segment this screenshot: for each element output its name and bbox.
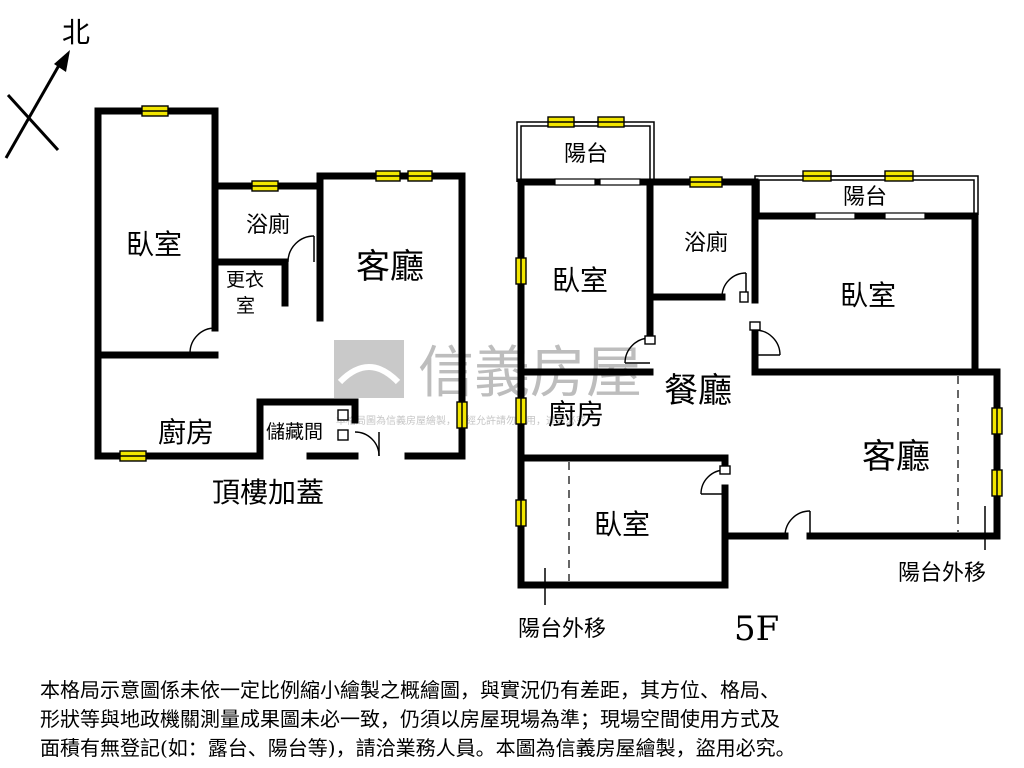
floor5-bedroom-bottom-label: 臥室 — [594, 508, 650, 541]
rooftop-title: 頂樓加蓋 — [212, 476, 324, 509]
floor5-balcony-right-label: 陽台 — [843, 185, 887, 210]
rooftop-bathroom-label: 浴廁 — [246, 213, 290, 238]
floor5-bathroom-label: 浴廁 — [684, 231, 728, 256]
floor5-balcony-moved-left-label: 陽台外移 — [518, 617, 606, 642]
floor5-dining-label: 餐廳 — [664, 371, 732, 411]
rooftop-living-label: 客廳 — [356, 247, 424, 287]
floor5-bedroom-right-label: 臥室 — [840, 279, 896, 312]
rooftop-plan — [94, 105, 468, 462]
rooftop-storage-label: 儲藏間 — [266, 421, 323, 443]
rooftop-dressing-label-1: 更衣 — [226, 269, 264, 291]
floor5-plan — [515, 116, 1003, 589]
disclaimer: 本格局示意圖係未依一定比例縮小繪製之概繪圖，與實況仍有差距，其方位、格局、 形狀… — [40, 676, 1000, 763]
floor5-kitchen-label: 廚房 — [548, 398, 604, 431]
floor5-balcony-moved-right-label: 陽台外移 — [898, 561, 986, 586]
floor5-living-label: 客廳 — [862, 437, 930, 477]
disclaimer-line-3: 面積有無登記(如：露台、陽台等)，請洽業務人員。本圖為信義房屋繪製，盜用必究。 — [40, 736, 796, 760]
north-arrow-icon — [4, 50, 70, 159]
floor-plan-drawing: 北 信義房屋 本格局圖為信義房屋繪製，未經允許請勿使用，違者必究 — [4, 16, 1003, 649]
floor5-bedroom-left-label: 臥室 — [552, 264, 608, 297]
disclaimer-line-2: 形狀等與地政機關測量成果圖未必一致，仍須以房屋現場為準；現場空間使用方式及 — [40, 707, 780, 731]
floor5-title: 5F — [734, 609, 779, 649]
rooftop-dressing-label-2: 室 — [236, 295, 255, 317]
rooftop-bedroom-label: 臥室 — [126, 228, 182, 261]
north-label: 北 — [62, 16, 90, 49]
rooftop-kitchen-label: 廚房 — [158, 416, 214, 449]
floor5-balcony-left-label: 陽台 — [564, 142, 608, 167]
disclaimer-line-1: 本格局示意圖係未依一定比例縮小繪製之概繪圖，與實況仍有差距，其方位、格局、 — [40, 678, 780, 702]
